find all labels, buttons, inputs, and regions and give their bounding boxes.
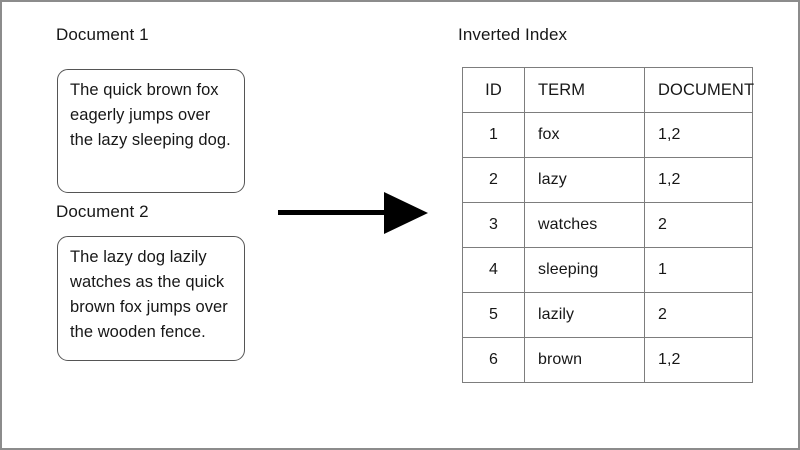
inverted-index-title: Inverted Index bbox=[458, 25, 568, 44]
cell-document: 1,2 bbox=[644, 337, 753, 383]
document-2-box: The lazy dog lazily watches as the quick… bbox=[57, 236, 245, 361]
document-2-text: The lazy dog lazily watches as the quick… bbox=[70, 248, 228, 341]
inverted-index-table: ID TERM DOCUMENT 1 fox 1,2 2 lazy 1,2 3 … bbox=[462, 67, 754, 383]
cell-document: 1,2 bbox=[644, 112, 753, 158]
table-row: 6 brown 1,2 bbox=[462, 337, 753, 383]
column-header-document: DOCUMENT bbox=[644, 67, 754, 113]
table-row: 3 watches 2 bbox=[462, 202, 753, 248]
column-header-term: TERM bbox=[524, 67, 645, 113]
cell-term: watches bbox=[524, 202, 645, 248]
cell-document: 1 bbox=[644, 247, 753, 293]
table-row: 1 fox 1,2 bbox=[462, 112, 753, 158]
cell-id: 4 bbox=[462, 247, 525, 293]
cell-term: sleeping bbox=[524, 247, 645, 293]
table-row: 4 sleeping 1 bbox=[462, 247, 753, 293]
cell-document: 1,2 bbox=[644, 157, 753, 203]
cell-term: lazily bbox=[524, 292, 645, 338]
cell-term: brown bbox=[524, 337, 645, 383]
column-header-id: ID bbox=[462, 67, 525, 113]
cell-id: 5 bbox=[462, 292, 525, 338]
cell-id: 1 bbox=[462, 112, 525, 158]
right-arrow-icon bbox=[278, 192, 428, 234]
cell-document: 2 bbox=[644, 202, 753, 248]
document-1-label: Document 1 bbox=[56, 25, 149, 44]
cell-id: 6 bbox=[462, 337, 525, 383]
cell-term: lazy bbox=[524, 157, 645, 203]
document-1-text: The quick brown fox eagerly jumps over t… bbox=[70, 81, 231, 149]
table-row: 2 lazy 1,2 bbox=[462, 157, 753, 203]
table-header-row: ID TERM DOCUMENT bbox=[462, 67, 754, 113]
cell-id: 3 bbox=[462, 202, 525, 248]
cell-id: 2 bbox=[462, 157, 525, 203]
document-2-label: Document 2 bbox=[56, 202, 149, 221]
document-1-box: The quick brown fox eagerly jumps over t… bbox=[57, 69, 245, 193]
table-row: 5 lazily 2 bbox=[462, 292, 753, 338]
cell-document: 2 bbox=[644, 292, 753, 338]
cell-term: fox bbox=[524, 112, 645, 158]
